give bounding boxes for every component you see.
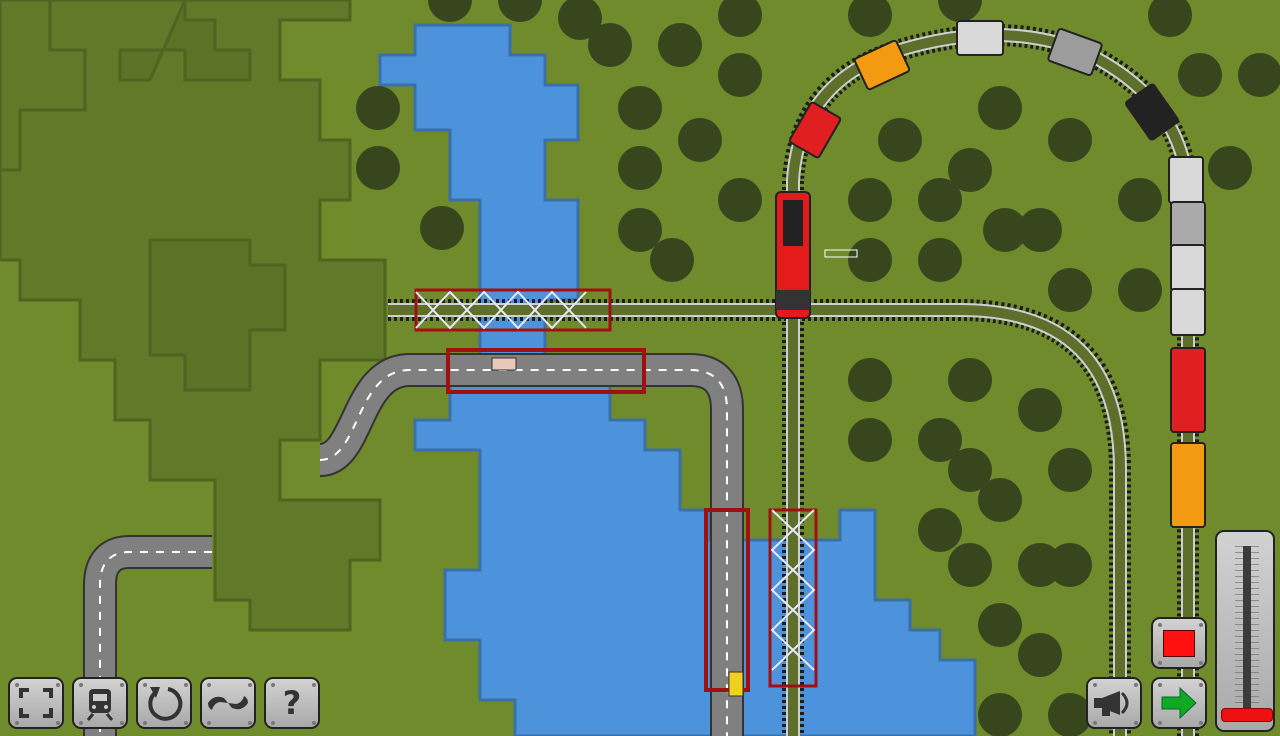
tree <box>428 0 472 22</box>
go-button[interactable] <box>1151 677 1207 729</box>
tree <box>978 693 1022 736</box>
help-icon: ? <box>282 684 302 722</box>
tree <box>1178 53 1222 97</box>
tree <box>618 208 662 252</box>
tree <box>558 0 602 40</box>
tree <box>718 53 762 97</box>
throttle-handle[interactable] <box>1221 708 1273 722</box>
train-car[interactable] <box>853 39 911 91</box>
tree <box>948 358 992 402</box>
tree <box>420 206 464 250</box>
throttle-track <box>1243 546 1251 712</box>
link-icon <box>208 696 248 710</box>
train-car[interactable] <box>1170 442 1206 528</box>
tree <box>918 178 962 222</box>
switch-button[interactable] <box>200 677 256 729</box>
tree <box>1018 633 1062 677</box>
tree <box>718 178 762 222</box>
stop-icon <box>1163 629 1195 657</box>
tree <box>1048 268 1092 312</box>
tree <box>948 543 992 587</box>
train-car[interactable] <box>788 101 842 159</box>
tree <box>938 0 982 22</box>
tree <box>848 238 892 282</box>
tree <box>848 358 892 402</box>
tree <box>588 23 632 67</box>
tree <box>848 178 892 222</box>
throttle-slider[interactable] <box>1215 530 1275 732</box>
tree <box>918 418 962 462</box>
tree <box>356 86 400 130</box>
tree <box>1018 208 1062 252</box>
arrow-right-icon <box>1161 686 1197 720</box>
train-car[interactable] <box>1170 201 1206 249</box>
train-car[interactable] <box>1170 347 1206 433</box>
fullscreen-icon <box>19 688 53 718</box>
horn-button[interactable] <box>1086 677 1142 729</box>
restart-button[interactable] <box>136 677 192 729</box>
tree <box>1048 118 1092 162</box>
rotate-icon <box>148 687 183 721</box>
tree <box>618 146 662 190</box>
tree <box>878 118 922 162</box>
tree <box>1048 693 1092 736</box>
train-car[interactable] <box>1125 83 1179 141</box>
tree <box>848 418 892 462</box>
tree <box>1118 178 1162 222</box>
fullscreen-button[interactable] <box>8 677 64 729</box>
train[interactable] <box>788 20 1206 528</box>
selection-marker <box>824 249 858 258</box>
tree <box>618 86 662 130</box>
train-button[interactable] <box>72 677 128 729</box>
train-car[interactable] <box>1170 244 1206 292</box>
stop-button[interactable] <box>1151 617 1207 669</box>
tree <box>983 208 1027 252</box>
tree <box>918 508 962 552</box>
tree <box>1048 448 1092 492</box>
horn-icon <box>1094 691 1129 716</box>
tree <box>978 603 1022 647</box>
trees <box>356 0 1280 736</box>
tree <box>650 238 694 282</box>
tree <box>658 23 702 67</box>
tree <box>1148 0 1192 37</box>
train-car[interactable] <box>1168 156 1204 204</box>
tree <box>1238 53 1280 97</box>
tree <box>948 148 992 192</box>
tree <box>678 118 722 162</box>
train-car[interactable] <box>1170 288 1206 336</box>
tree <box>356 146 400 190</box>
roads <box>83 348 750 736</box>
taxi-on-road <box>728 671 744 697</box>
tree <box>948 448 992 492</box>
tree <box>1118 268 1162 312</box>
train-icon <box>86 689 114 721</box>
tree <box>1048 543 1092 587</box>
tree <box>1208 146 1252 190</box>
tree <box>1018 388 1062 432</box>
help-button[interactable]: ? <box>264 677 320 729</box>
train-car[interactable] <box>1047 28 1103 76</box>
car-on-road <box>491 357 517 371</box>
tree <box>978 478 1022 522</box>
tree <box>978 86 1022 130</box>
tree <box>498 0 542 22</box>
tree <box>718 0 762 37</box>
train-car[interactable] <box>956 20 1004 56</box>
tree <box>918 238 962 282</box>
tree <box>848 0 892 37</box>
